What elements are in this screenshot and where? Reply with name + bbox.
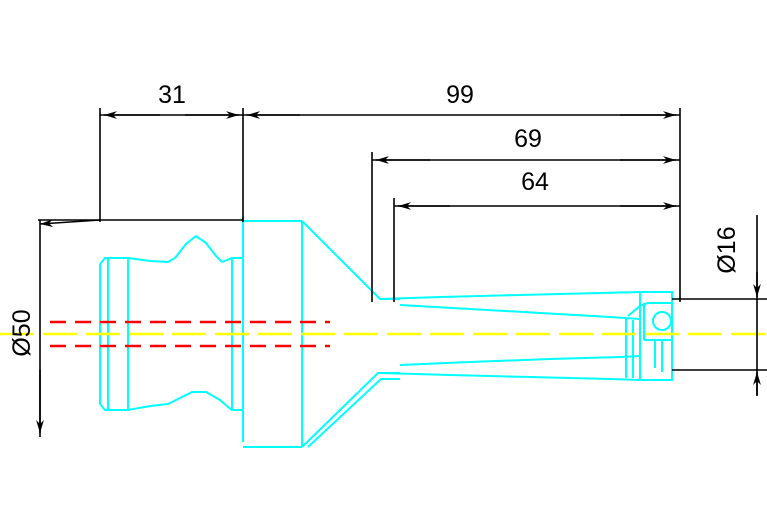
dimension-text-diameter-50: Ø50	[8, 309, 36, 356]
drill-body-upper	[379, 291, 641, 320]
taper-upper	[301, 220, 400, 300]
dimension-text-31: 31	[158, 81, 186, 109]
drill-body-lower	[379, 355, 641, 381]
part-geometry	[99, 216, 673, 448]
insert-screw-icon	[652, 311, 672, 331]
insert-head	[625, 291, 673, 381]
hidden-lines	[50, 320, 330, 348]
dimension-text-64: 64	[521, 168, 549, 196]
taper-lower	[301, 372, 400, 448]
dimension-text-diameter-16: Ø16	[713, 226, 741, 273]
dimension-layer	[36, 108, 767, 437]
dimension-text-99: 99	[446, 81, 474, 109]
shank-outline	[99, 216, 244, 442]
dimension-line-d50	[36, 219, 101, 437]
dimension-text-69: 69	[514, 125, 542, 153]
